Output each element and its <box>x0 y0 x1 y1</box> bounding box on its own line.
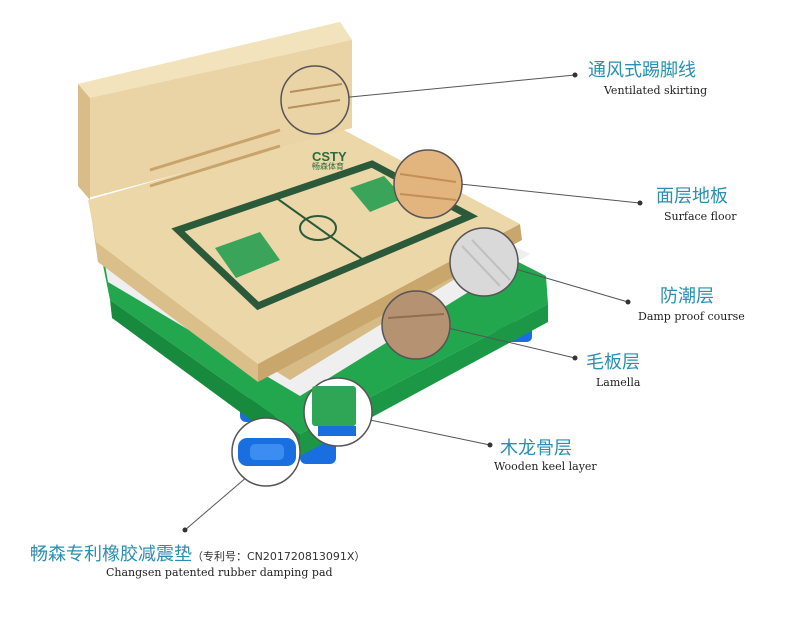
zoom-keel <box>303 377 373 447</box>
zoom-damp <box>449 227 519 297</box>
label-skirting-cn: 通风式踢脚线 <box>588 60 696 81</box>
zoom-surface <box>393 149 463 219</box>
label-keel-cn: 木龙骨层 <box>500 438 572 459</box>
callout-lines <box>184 74 641 531</box>
callout-dots <box>182 72 643 533</box>
pad-name: 畅森专利橡胶减震垫 <box>30 544 192 565</box>
pad-patent: （专利号：CN201720813091X） <box>192 550 366 563</box>
label-lamella-cn: 毛板层 <box>586 352 640 373</box>
label-surface-cn: 面层地板 <box>656 186 728 207</box>
zoom-skirting <box>280 65 350 135</box>
label-pad-en: Changsen patented rubber damping pad <box>106 566 333 579</box>
board-logo-sub: 畅森体育 <box>312 162 344 171</box>
ventilated-skirting <box>78 22 352 200</box>
label-damp-en: Damp proof course <box>638 310 745 323</box>
label-pad-cn: 畅森专利橡胶减震垫（专利号：CN201720813091X） <box>30 540 365 566</box>
label-lamella-en: Lamella <box>596 376 641 389</box>
zoom-lamella <box>381 290 451 360</box>
label-surface-en: Surface floor <box>664 210 737 223</box>
label-skirting-en: Ventilated skirting <box>604 84 708 97</box>
zoom-pad <box>231 417 301 487</box>
board-logo: CSTY 畅森体育 <box>312 150 347 171</box>
label-damp-cn: 防潮层 <box>660 286 714 307</box>
label-keel-en: Wooden keel layer <box>494 460 597 473</box>
board-logo-brand: CSTY <box>312 149 347 164</box>
